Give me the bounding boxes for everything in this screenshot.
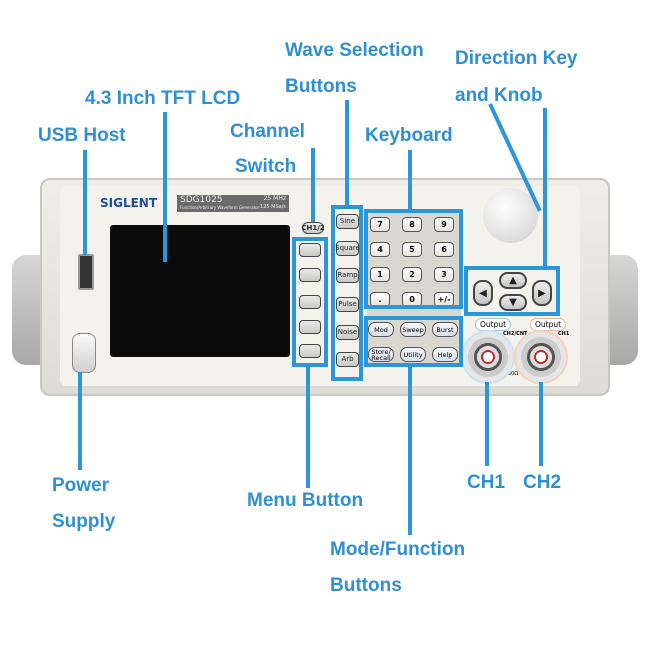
key-10[interactable]: 0 [402, 292, 422, 307]
key-3[interactable]: 4 [370, 242, 390, 257]
direction-keys-callout [464, 266, 560, 316]
mode-button-2[interactable]: Burst [432, 322, 458, 337]
impedance-label: 50Ω [508, 371, 519, 377]
menu-button-1[interactable] [299, 243, 321, 257]
mode-button-3[interactable]: Store/ Recall [368, 347, 394, 362]
keypad-area [367, 212, 461, 367]
label-channel: Channel [230, 121, 305, 142]
mode-buttons-callout [364, 316, 463, 367]
wave-button-square[interactable]: Square [335, 241, 360, 256]
output2-button[interactable]: Output [530, 318, 567, 331]
label-mode-function: Mode/Function [330, 539, 466, 560]
ch2cnt-label: CH2/CNT [503, 331, 528, 337]
label-keyboard: Keyboard [365, 125, 453, 146]
mode-button-1[interactable]: Sweep [400, 322, 426, 337]
label-mode-function-2: Buttons [330, 575, 402, 596]
channel-switch-button[interactable]: CH1/2 [301, 222, 325, 234]
rotary-knob[interactable] [483, 188, 538, 243]
wave-button-noise[interactable]: Noise [336, 325, 359, 340]
key-6[interactable]: 1 [370, 267, 390, 282]
arrow-up-button[interactable]: ▲ [499, 272, 527, 289]
key-2[interactable]: 9 [434, 217, 454, 232]
model-subtitle: Function/Arbitrary Waveform Generator [180, 205, 260, 210]
mode-button-4[interactable]: Utility [400, 347, 426, 362]
menu-button-4[interactable] [299, 320, 321, 334]
lcd-screen [110, 225, 290, 357]
ch1-bnc-connector[interactable] [463, 332, 513, 382]
key-5[interactable]: 6 [434, 242, 454, 257]
label-channel-2: Switch [235, 156, 297, 177]
model-rate: 125 MSa/s [260, 204, 286, 210]
menu-button-5[interactable] [299, 344, 321, 358]
mode-button-0[interactable]: Mod [368, 322, 394, 337]
wave-button-sine[interactable]: Sine [336, 214, 359, 229]
label-menu-button: Menu Button [247, 490, 364, 511]
mode-button-5[interactable]: Help [432, 347, 458, 362]
model-freq: 25 MHz [263, 195, 286, 202]
ch2-bnc-connector[interactable] [516, 332, 566, 382]
wave-buttons-callout [331, 205, 363, 381]
wave-button-pulse[interactable]: Pulse [336, 297, 359, 312]
wave-button-ramp[interactable]: Ramp [336, 268, 359, 283]
arrow-left-button[interactable]: ◀ [473, 280, 493, 306]
key-8[interactable]: 3 [434, 267, 454, 282]
menu-button-2[interactable] [299, 268, 321, 282]
label-wave-selection-2: Buttons [285, 76, 357, 97]
label-wave-selection: Wave Selection [285, 40, 424, 61]
keyboard-callout [364, 209, 463, 309]
label-ch2: CH2 [523, 472, 562, 493]
key-1[interactable]: 8 [402, 217, 422, 232]
ch1-port-label: CH1 [558, 331, 570, 337]
key-0[interactable]: 7 [370, 217, 390, 232]
arrow-right-button[interactable]: ▶ [532, 280, 552, 306]
menu-buttons-callout [292, 237, 328, 367]
label-direction-2: and Knob [455, 85, 543, 106]
power-button[interactable] [72, 333, 96, 373]
arrow-down-button[interactable]: ▼ [499, 294, 527, 311]
label-direction: Direction Key [455, 48, 578, 69]
label-usb-host: USB Host [38, 125, 126, 146]
model-plate: SDG1025 25 MHz Function/Arbitrary Wavefo… [177, 195, 289, 212]
key-4[interactable]: 5 [402, 242, 422, 257]
label-power-2: Supply [52, 511, 116, 532]
label-power: Power [52, 475, 110, 496]
menu-button-3[interactable] [299, 295, 321, 309]
model-name: SDG1025 [180, 195, 223, 205]
wave-button-arb[interactable]: Arb [336, 352, 359, 367]
label-lcd: 4.3 Inch TFT LCD [85, 88, 241, 109]
key-7[interactable]: 2 [402, 267, 422, 282]
label-ch1: CH1 [467, 472, 506, 493]
output1-button[interactable]: Output [475, 318, 512, 331]
usb-port[interactable] [78, 254, 94, 290]
brand-logo: SIGLENT [100, 196, 158, 210]
